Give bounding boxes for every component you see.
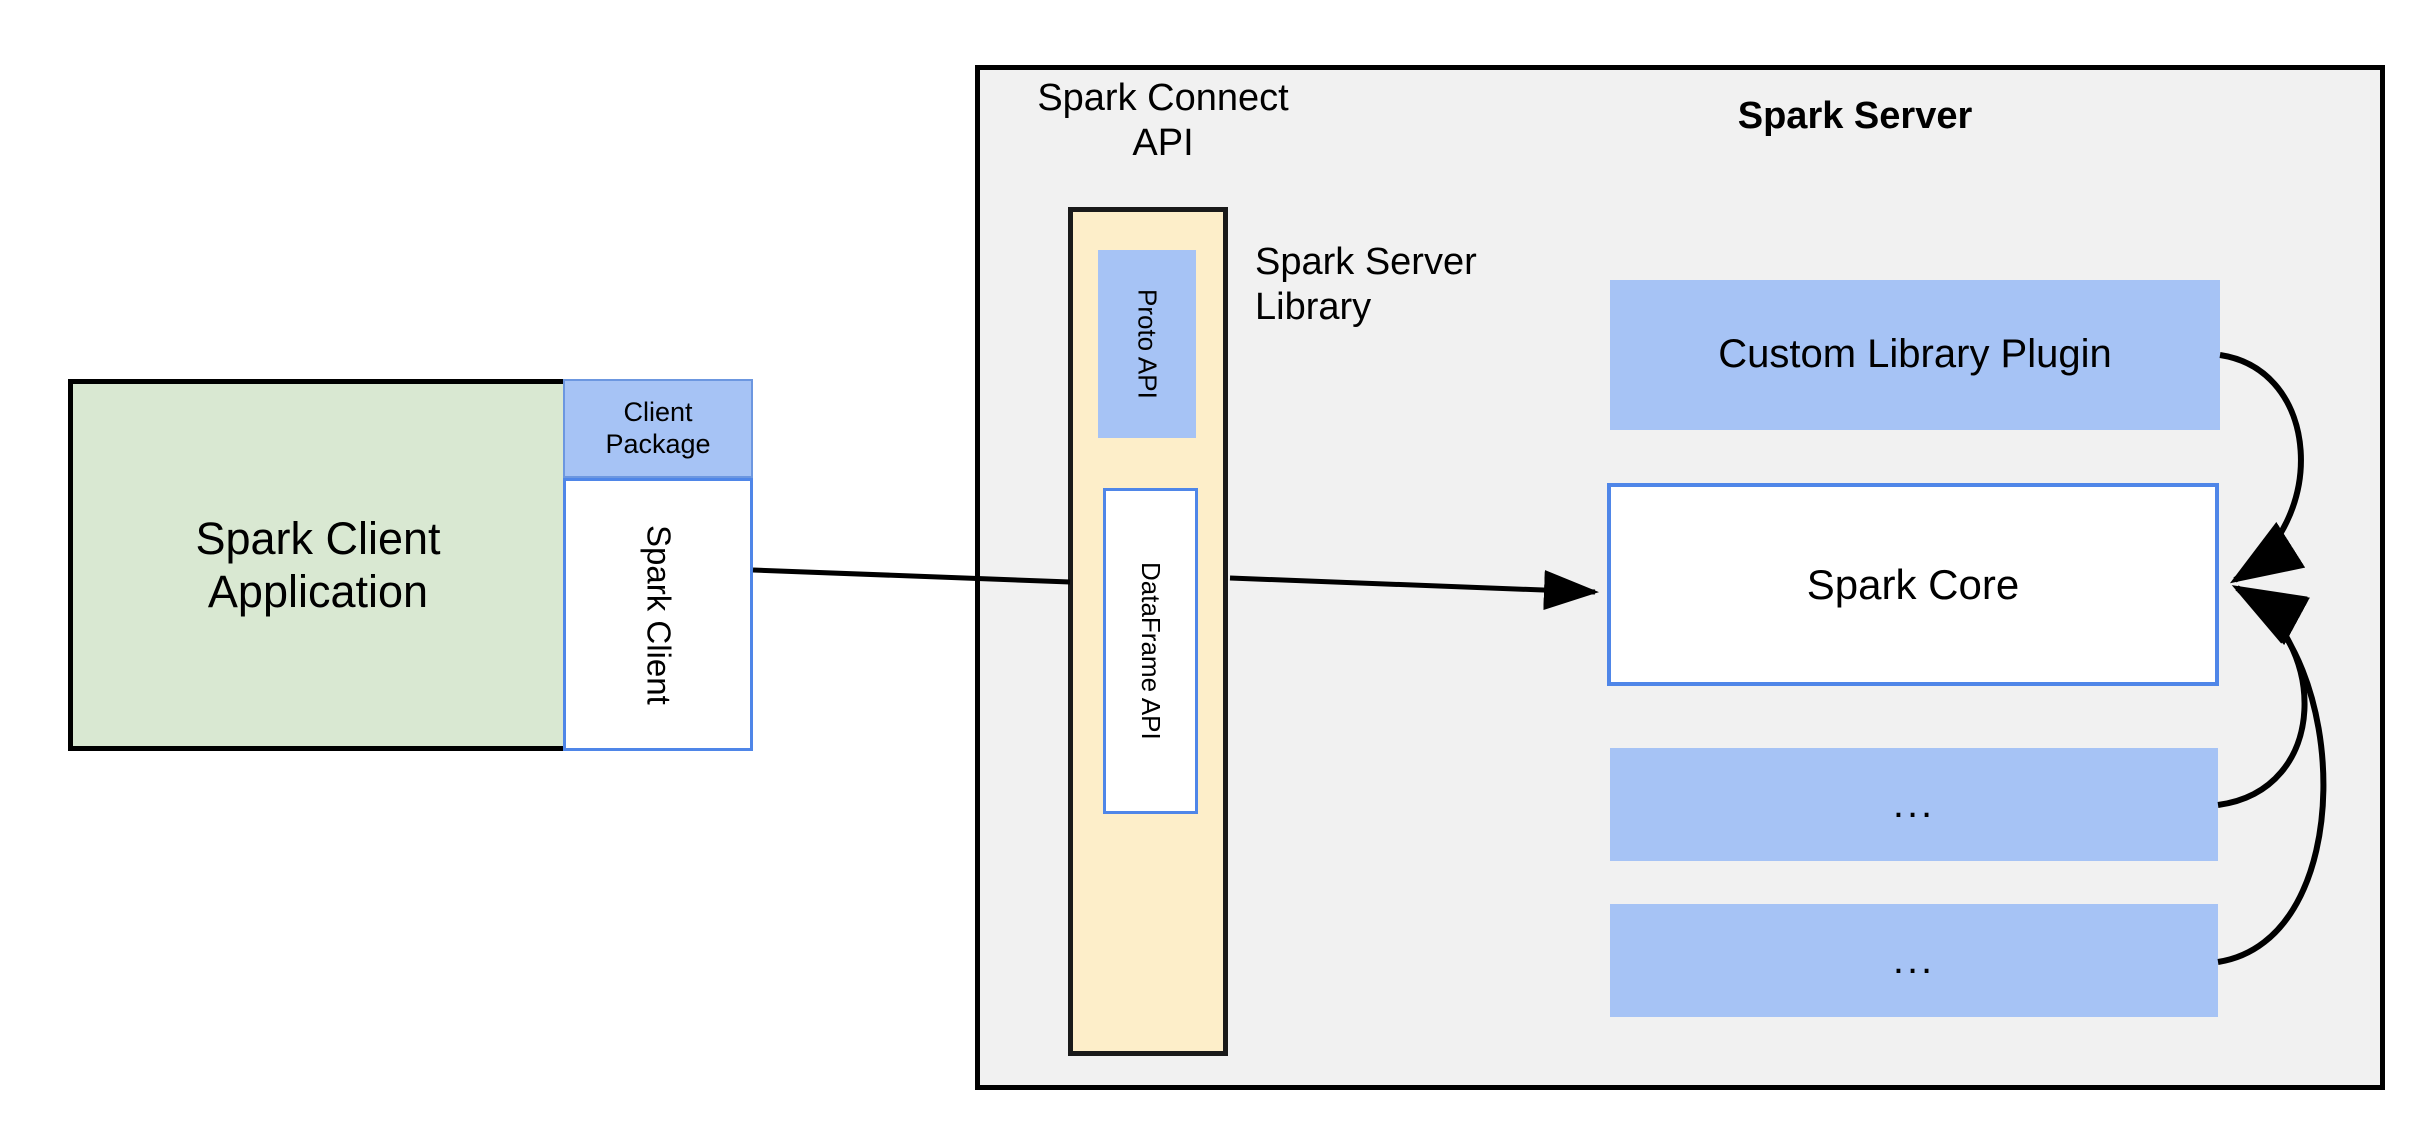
proto-api-label: Proto API [1132,289,1163,399]
spark-client-box[interactable]: Spark Client [563,478,753,751]
spark-server-title: Spark Server [1737,94,1973,137]
spark-client-application-label-line2: Application [207,566,429,617]
spark-client-label: Spark Client [640,524,678,705]
spark-connect-api-label: Spark Connect API [1018,68,1308,168]
custom-library-plugin-label: Custom Library Plugin [1718,332,2112,377]
spark-core-box[interactable]: Spark Core [1607,483,2219,686]
spark-server-library-label: Spark Server Library [1255,240,1555,350]
ellipsis-box-2[interactable]: ... [1610,904,2218,1017]
ellipsis-label-2: ... [1892,937,1936,982]
spark-client-application-label-line1: Spark Client [195,512,441,564]
dataframe-api-box[interactable]: DataFrame API [1103,488,1198,814]
dataframe-api-label: DataFrame API [1135,562,1166,740]
ellipsis-label-1: ... [1892,781,1936,826]
spark-connect-api-label-line1: Spark Connect [1037,77,1289,119]
spark-core-label: Spark Core [1806,560,2020,608]
spark-server-library-label-line1: Spark Server [1255,241,1477,283]
spark-client-application-box[interactable]: Spark Client Application [68,379,568,751]
client-package-box[interactable]: Client Package [563,379,753,478]
spark-connect-api-label-line2: API [1132,121,1194,164]
ellipsis-box-1[interactable]: ... [1610,748,2218,861]
spark-server-library-label-line2: Library [1255,285,1372,328]
client-package-label-line2: Package [605,428,711,459]
custom-library-plugin-box[interactable]: Custom Library Plugin [1610,280,2220,430]
proto-api-box[interactable]: Proto API [1098,250,1196,438]
client-package-label-line1: Client [623,396,693,427]
